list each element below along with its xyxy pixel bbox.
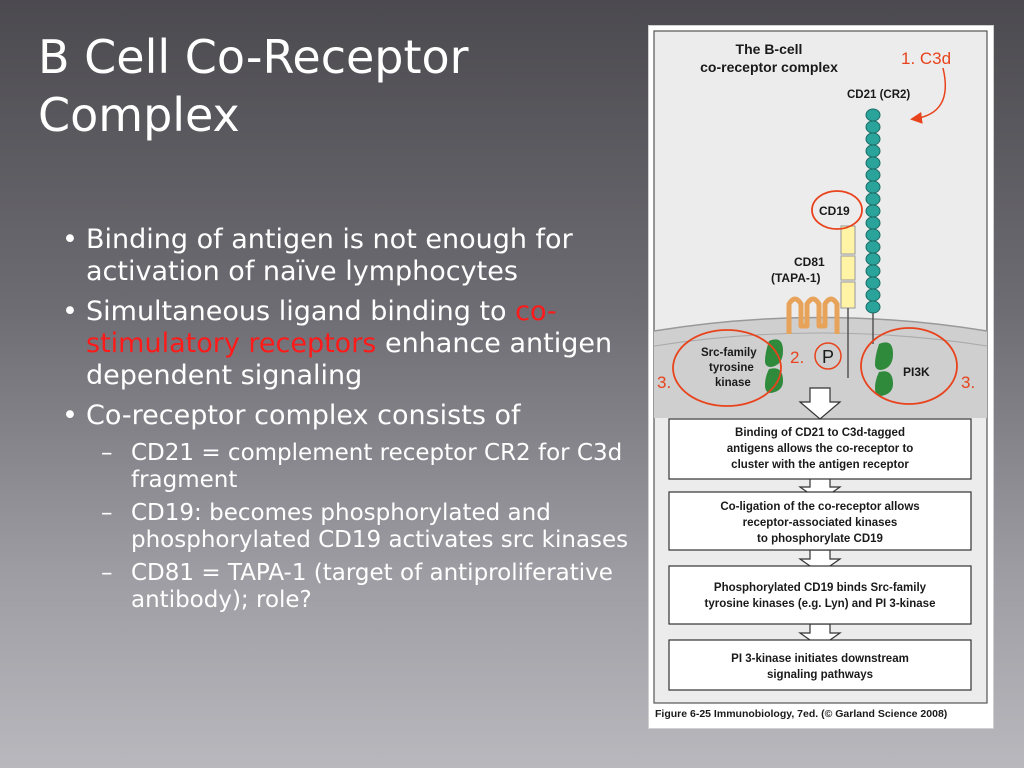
dash-glyph: – — [101, 560, 113, 586]
sub-bullet-text: CD81 = TAPA-1 (target of antiproliferati… — [131, 560, 613, 613]
figure-heading-line2: co-receptor complex — [700, 59, 838, 75]
slide-title-line2: Complex — [38, 88, 240, 142]
annotation-c3d-arrow — [910, 67, 947, 124]
sub-bullet-text: CD19: becomes phosphorylated and phospho… — [131, 500, 629, 553]
step-2-line2: receptor-associated kinases — [743, 517, 898, 529]
bullet-glyph: • — [62, 296, 78, 327]
phospho-label: P — [822, 347, 834, 367]
bullet-item: • Co-receptor complex consists of — [62, 400, 634, 432]
sub-bullet-item: – CD21 = complement receptor CR2 for C3d… — [101, 440, 634, 494]
step-box-1: Binding of CD21 to C3d-tagged antigens a… — [668, 418, 972, 480]
cd19-receptor — [840, 225, 856, 309]
cell-membrane — [654, 317, 987, 418]
step-4-line1: PI 3-kinase initiates downstream — [731, 653, 909, 665]
dash-glyph: – — [101, 440, 113, 466]
bullet-list: • Binding of antigen is not enough for a… — [62, 224, 634, 620]
bullet-text: Co-receptor complex consists of — [86, 400, 521, 431]
step-box-2: Co-ligation of the co-receptor allows re… — [668, 491, 972, 551]
cd21-label: CD21 (CR2) — [847, 89, 910, 101]
sub-bullet-item: – CD81 = TAPA-1 (target of antiprolifera… — [101, 560, 634, 614]
bullet-item: • Simultaneous ligand binding to co-stim… — [62, 296, 634, 392]
bullet-highlight: co-stimulatory receptors — [86, 296, 557, 359]
step-box-4: PI 3-kinase initiates downstream signali… — [668, 639, 972, 691]
step-1-line1: Binding of CD21 to C3d-tagged — [735, 427, 905, 439]
bullet-text: Simultaneous ligand binding to — [86, 296, 516, 327]
annotation-3-right: 3. — [961, 373, 975, 392]
step-4-line2: signaling pathways — [767, 669, 873, 681]
sub-bullet-list: – CD21 = complement receptor CR2 for C3d… — [86, 440, 634, 614]
cd81-label-line1: CD81 — [794, 255, 825, 269]
co-receptor-figure: The B-cell co-receptor complex 1. C3d CD… — [648, 25, 994, 729]
sub-bullet-text: CD21 = complement receptor CR2 for C3d f… — [131, 440, 623, 493]
bullet-glyph: • — [62, 224, 78, 255]
cd81-tetraspanin — [786, 296, 840, 334]
step-1-line2: antigens allows the co-receptor to — [727, 443, 914, 455]
annotation-3-left: 3. — [657, 373, 671, 392]
step-3-line1: Phosphorylated CD19 binds Src-family — [714, 582, 927, 594]
src-highlight-circle — [672, 329, 782, 407]
step-2-line1: Co-ligation of the co-receptor allows — [720, 501, 919, 513]
cd81-label-line2: (TAPA-1) — [771, 271, 821, 285]
step-3-line2: tyrosine kinases (e.g. Lyn) and PI 3-kin… — [705, 598, 936, 610]
annotation-c3d: 1. C3d — [901, 49, 951, 68]
figure-heading-line1: The B-cell — [736, 41, 803, 57]
cd21-receptor — [865, 108, 881, 314]
bullet-glyph: • — [62, 400, 78, 431]
slide-title: B Cell Co-Receptor Complex — [38, 28, 618, 144]
cd19-label: CD19 — [819, 204, 850, 218]
pi3k-label: PI3K — [903, 365, 930, 379]
bullet-text: enhance antigen dependent signaling — [86, 328, 613, 391]
step-box-3: Phosphorylated CD19 binds Src-family tyr… — [668, 565, 972, 625]
step-2-line3: to phosphorylate CD19 — [757, 533, 883, 545]
src-kinase-shape — [765, 339, 783, 393]
figure-diagram: The B-cell co-receptor complex 1. C3d CD… — [653, 30, 988, 704]
dash-glyph: – — [101, 500, 113, 526]
src-label-line2: tyrosine — [709, 362, 754, 374]
annotation-2: 2. — [790, 348, 804, 367]
sub-bullet-item: – CD19: becomes phosphorylated and phosp… — [101, 500, 634, 554]
figure-caption: Figure 6-25 Immunobiology, 7ed. (© Garla… — [655, 708, 948, 720]
src-label-line1: Src-family — [701, 347, 757, 359]
phospho-circle — [814, 342, 842, 370]
slide-title-line1: B Cell Co-Receptor — [38, 30, 469, 84]
step-1-line3: cluster with the antigen receptor — [731, 459, 909, 471]
bullet-item: • Binding of antigen is not enough for a… — [62, 224, 634, 288]
flow-arrows — [798, 387, 842, 648]
pi3k-shape — [875, 342, 893, 396]
bullet-text: Binding of antigen is not enough for act… — [86, 224, 573, 287]
pi3k-highlight-circle — [860, 327, 958, 405]
src-label-line3: kinase — [715, 377, 751, 389]
cd19-highlight-circle — [811, 190, 863, 230]
